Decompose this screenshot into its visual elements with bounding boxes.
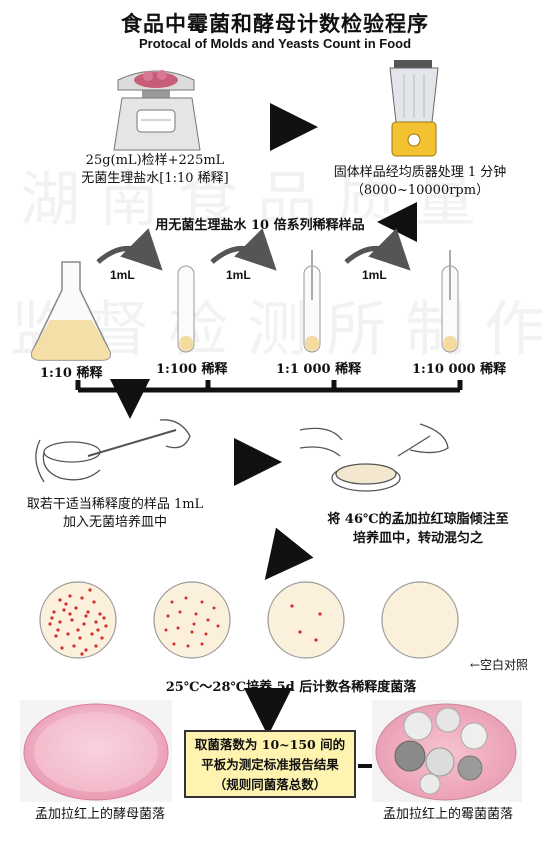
mold-photo <box>372 700 522 802</box>
transfer-arrow-1 <box>96 228 163 271</box>
note-line3: （规则同菌落总数） <box>213 777 327 792</box>
plate-1-colonies <box>48 588 108 656</box>
pour-step-label: 将 46℃的孟加拉红琼脂倾注至 培养皿中，转动混匀之 <box>298 510 538 548</box>
yeast-caption: 孟加拉红上的酵母菌落 <box>34 807 165 822</box>
blender-illustration <box>389 60 439 157</box>
test-tube-2 <box>303 250 321 353</box>
arrow-2 <box>377 202 417 242</box>
step2-line2: （8000~10000rpm） <box>350 183 490 198</box>
dilution-label-4: 1:10 000 稀释 <box>412 362 507 377</box>
step2-label: 固体样品经均质器处理 1 分钟 （8000~10000rpm） <box>300 164 540 200</box>
collector-bracket <box>75 379 463 419</box>
plate-2-colonies <box>164 596 220 648</box>
test-tube-1 <box>177 265 195 353</box>
test-tube-3 <box>441 250 459 353</box>
pour-step-line2: 培养皿中，转动混匀之 <box>352 531 483 546</box>
incubation-label: 25℃～28℃培养 5d 后计数各稀释度菌落 <box>165 680 417 695</box>
scale-illustration <box>113 70 201 151</box>
arrow-4 <box>264 527 314 581</box>
plate-3-colonies <box>290 604 322 642</box>
mold-caption: 孟加拉红上的霉菌菌落 <box>382 807 513 822</box>
dilution-label-3: 1:1 000 稀释 <box>276 362 362 377</box>
dilution-label-2: 1:100 稀释 <box>156 362 228 377</box>
result-note-box: 取菌落数为 10~150 间的 平板为测定标准报告结果 （规则同菌落总数） <box>184 730 356 798</box>
pour-step-line1: 将 46℃的孟加拉红琼脂倾注至 <box>327 512 509 527</box>
dilution-label-1: 1:10 稀释 <box>40 366 103 381</box>
transfer-volume-1: 1mL <box>110 268 135 282</box>
plate-4-blank <box>381 581 459 659</box>
dilution-header: 用无菌生理盐水 10 倍系列稀释样品 <box>155 218 365 233</box>
title-en: Protocal of Molds and Yeasts Count in Fo… <box>138 36 412 51</box>
note-line1: 取菌落数为 10~150 间的 <box>194 737 346 752</box>
pipette-step-line1: 取若干适当稀释度的样品 1mL <box>26 497 204 512</box>
blank-control-label: ←空白对照 <box>470 658 529 672</box>
pipette-illustration <box>35 419 191 483</box>
plate-1 <box>39 581 117 659</box>
plate-2 <box>153 581 231 659</box>
yeast-photo <box>20 700 172 802</box>
note-line2: 平板为测定标准报告结果 <box>201 757 339 772</box>
step1-line1: 25g(mL)检样+225mL <box>85 153 225 168</box>
plate-3 <box>267 581 345 659</box>
flask-illustration <box>30 261 112 361</box>
step1-line2: 无菌生理盐水[1:10 稀释] <box>81 171 229 186</box>
pour-illustration <box>299 423 449 492</box>
step1-label: 25g(mL)检样+225mL 无菌生理盐水[1:10 稀释] <box>60 152 250 188</box>
transfer-volume-2: 1mL <box>226 268 251 282</box>
pipette-step-label: 取若干适当稀释度的样品 1mL 加入无菌培养皿中 <box>20 496 210 532</box>
step2-line1: 固体样品经均质器处理 1 分钟 <box>333 165 507 180</box>
transfer-arrow-2 <box>210 228 277 271</box>
transfer-volume-3: 1mL <box>362 268 387 282</box>
title-cn: 食品中霉菌和酵母计数检验程序 <box>121 12 429 36</box>
pipette-step-line2: 加入无菌培养皿中 <box>62 515 167 530</box>
transfer-arrow-3 <box>344 228 411 271</box>
